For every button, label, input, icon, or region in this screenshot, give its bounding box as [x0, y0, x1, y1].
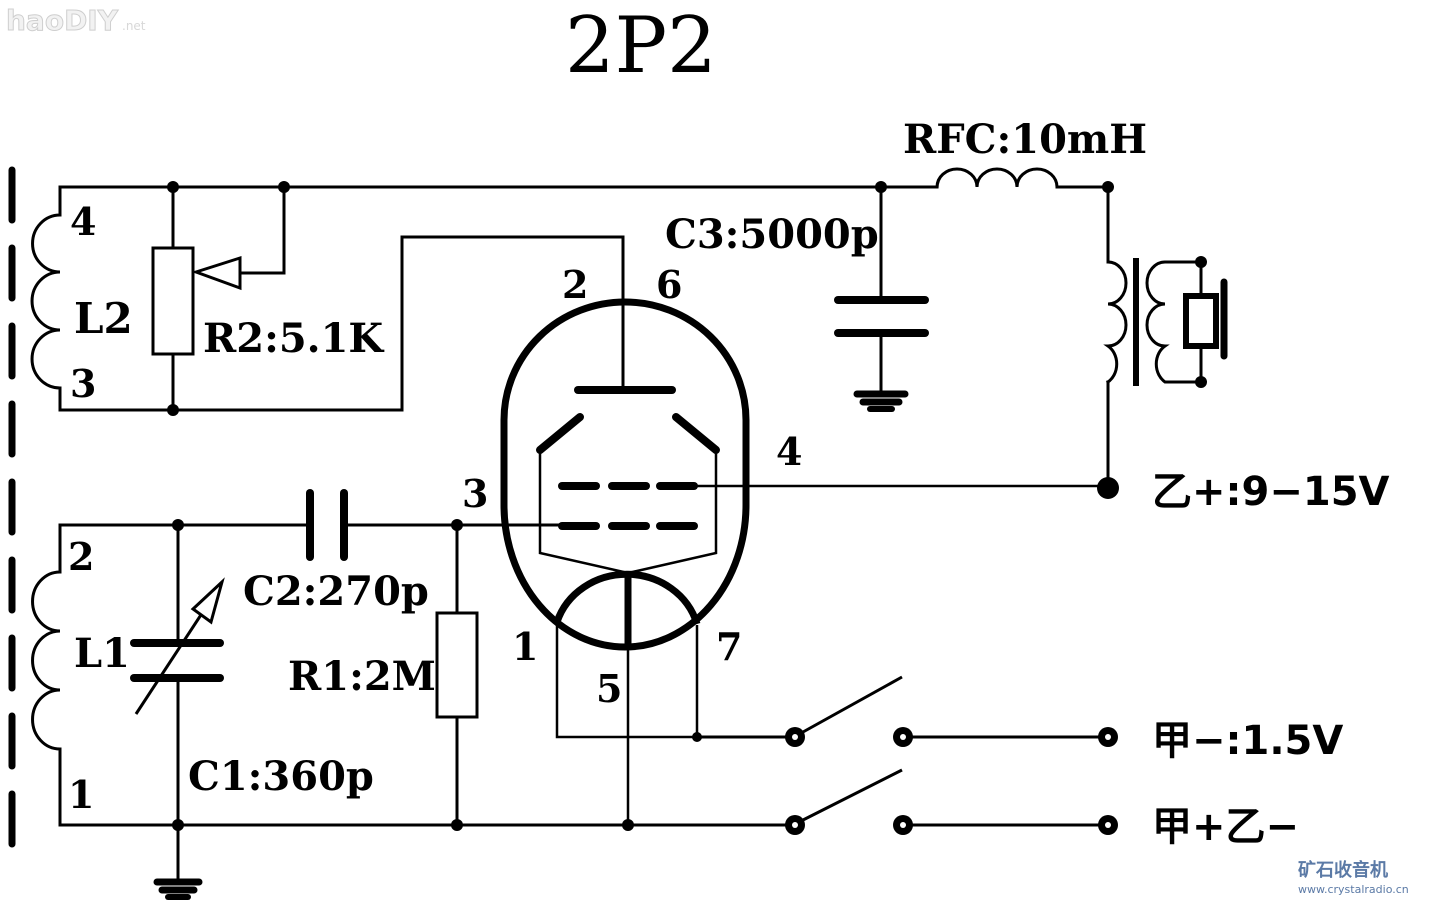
- diagram-title: 2P2: [565, 1, 717, 91]
- junction-dot: [1195, 376, 1207, 388]
- watermark-crystalradio: 矿石收音机 www.crystalradio.cn: [1298, 859, 1409, 896]
- watermark-haodiy: haoDIY .net: [6, 4, 146, 38]
- vacuum-tube-2p2: [500, 237, 1108, 825]
- ground-icon: [153, 878, 203, 900]
- junction-dot: [622, 819, 634, 831]
- r2-potentiometer: [151, 185, 286, 412]
- tube-pin-1: 1: [512, 624, 538, 669]
- switch-a-minus[interactable]: [695, 675, 1118, 747]
- l2-label: L2: [74, 294, 133, 343]
- c1-variable-capacitor: [130, 523, 225, 882]
- l2-tap-4: 4: [70, 199, 96, 244]
- tube-pin-2: 2: [562, 262, 588, 307]
- watermark-crystalradio-text: 矿石收音机: [1298, 859, 1388, 881]
- b-plus-label: 乙+:9−15V: [1152, 469, 1390, 515]
- l1-tap-2: 2: [68, 534, 94, 579]
- watermark-haodiy-suffix: .net: [122, 19, 146, 33]
- tube-pin-5: 5: [596, 666, 622, 711]
- tube-pin-7: 7: [716, 624, 742, 669]
- l1-coil: [31, 523, 62, 827]
- c2-capacitor: [306, 489, 348, 561]
- b-plus-terminal: [1097, 477, 1119, 499]
- junction-dot: [451, 519, 463, 531]
- rfc-label: RFC:10mH: [903, 116, 1147, 163]
- r1-resistor: [435, 523, 479, 827]
- l2-coil: [30, 185, 62, 412]
- watermark-crystalradio-url: www.crystalradio.cn: [1298, 883, 1409, 896]
- l1-tap-1: 1: [68, 772, 94, 817]
- tube-pin-3: 3: [462, 471, 488, 516]
- a-plus-b-minus-label: 甲+乙−: [1152, 804, 1299, 850]
- output-transformer: [1103, 185, 1203, 490]
- junction-dot: [167, 181, 179, 193]
- r2-label: R2:5.1K: [203, 315, 384, 362]
- junction-dot: [278, 181, 290, 193]
- watermark-haodiy-text: haoDIY: [6, 4, 119, 37]
- junction-dot: [172, 819, 184, 831]
- c3-capacitor: [834, 185, 929, 394]
- r1-label: R1:2M: [288, 653, 436, 700]
- switch-a-plus-b-minus[interactable]: [785, 768, 1118, 835]
- junction-dot: [451, 819, 463, 831]
- a-minus-label: 甲−:1.5V: [1152, 718, 1343, 764]
- c1-label: C1:360p: [188, 753, 374, 800]
- junction-dot: [1195, 256, 1207, 268]
- ground-icon: [853, 390, 909, 412]
- rfc-choke: [935, 167, 1110, 189]
- l2-tap-3: 3: [70, 361, 96, 406]
- c3-label: C3:5000p: [665, 211, 879, 258]
- l1-label: L1: [74, 630, 130, 677]
- junction-dot: [875, 181, 887, 193]
- earphone-icon: [1183, 260, 1228, 384]
- tube-pin-4: 4: [776, 429, 802, 474]
- tube-pin-6: 6: [656, 262, 682, 307]
- c2-label: C2:270p: [243, 568, 429, 615]
- junction-dot: [167, 404, 179, 416]
- junction-dot: [172, 519, 184, 531]
